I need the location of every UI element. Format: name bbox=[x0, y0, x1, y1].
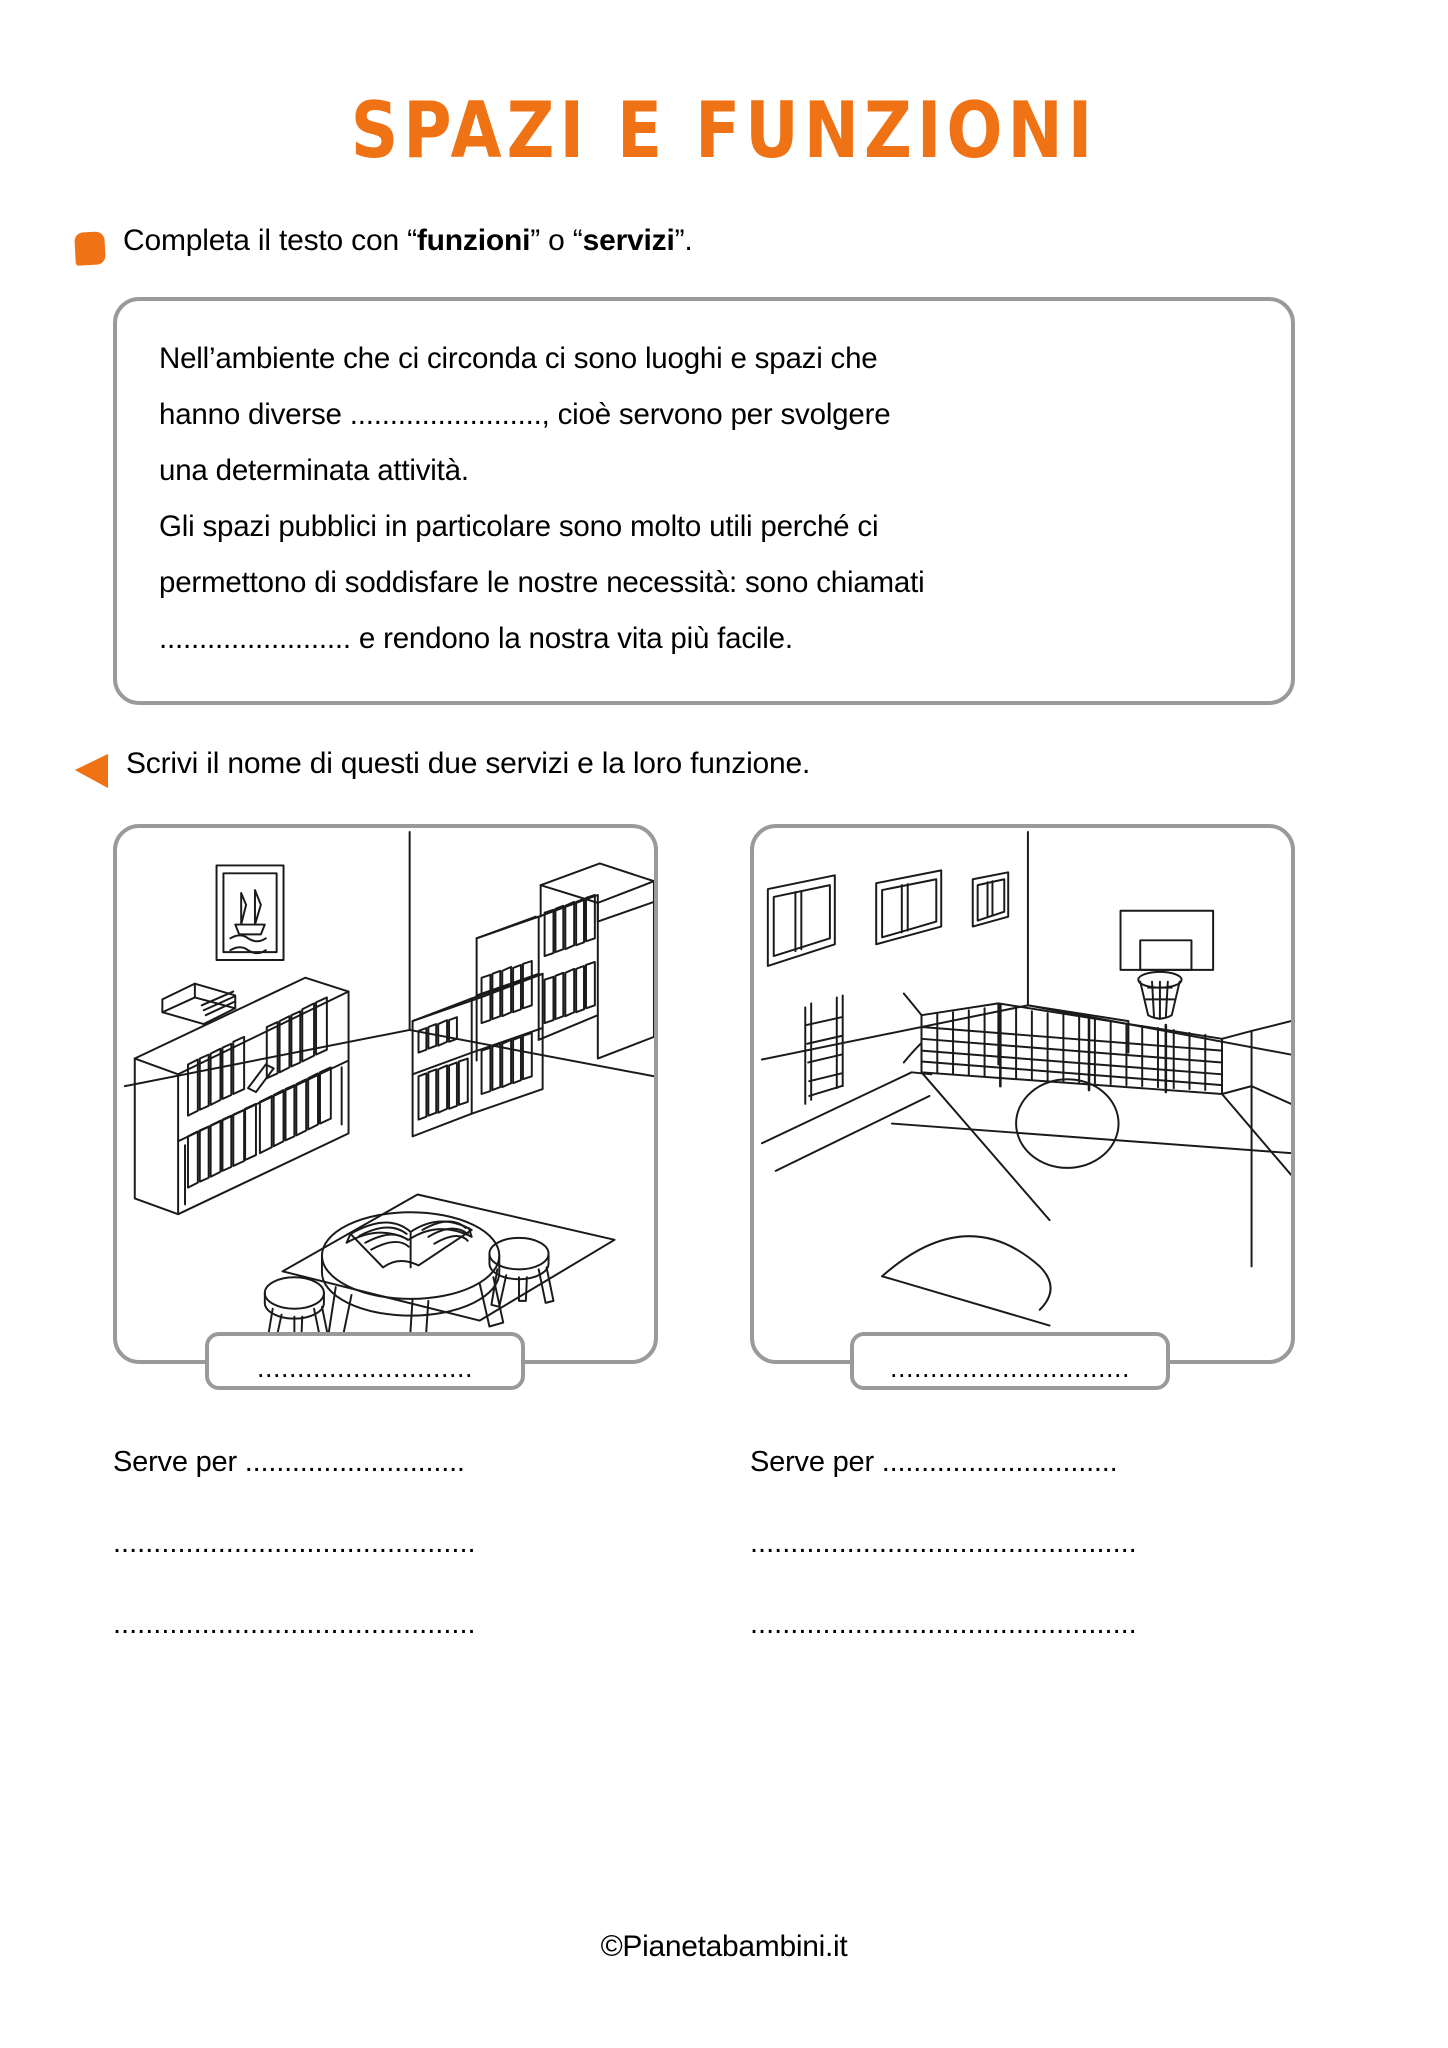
answer-box-gymnasium[interactable]: .............................. bbox=[850, 1332, 1170, 1390]
library-illustration bbox=[113, 824, 658, 1364]
answer-placeholder-gymnasium: .............................. bbox=[889, 1353, 1131, 1383]
gymnasium-illustration bbox=[750, 824, 1295, 1364]
function-column-gymnasium: Serve per ..............................… bbox=[750, 1446, 1295, 1641]
function-answer-section: Serve per ............................ .… bbox=[113, 1446, 1373, 1641]
illustration-panels: ........................... bbox=[113, 824, 1373, 1390]
serve-per-extra-line-2-gymnasium[interactable]: ........................................… bbox=[750, 1608, 1137, 1640]
answer-placeholder-library: ........................... bbox=[256, 1353, 474, 1383]
exercise-2-instruction-text: Scrivi il nome di questi due servizi e l… bbox=[126, 747, 811, 780]
triangle-bullet-icon bbox=[75, 754, 108, 788]
cloze-paragraph: Nell’ambiente che ci circonda ci sono lu… bbox=[159, 331, 1249, 667]
serve-per-extra-line-2-library[interactable]: ........................................… bbox=[113, 1608, 476, 1640]
instruction-pre: Completa il testo con “ bbox=[123, 224, 417, 257]
exercise-2-instruction-row: Scrivi il nome di questi due servizi e l… bbox=[75, 747, 1373, 788]
item-gymnasium: .............................. bbox=[750, 824, 1295, 1390]
cloze-text-box[interactable]: Nell’ambiente che ci circonda ci sono lu… bbox=[113, 297, 1295, 705]
answer-box-library[interactable]: ........................... bbox=[205, 1332, 525, 1390]
function-column-library: Serve per ............................ .… bbox=[113, 1446, 658, 1641]
square-bullet-icon bbox=[74, 231, 106, 266]
serve-per-label-gymnasium[interactable]: Serve per .............................. bbox=[750, 1446, 1118, 1478]
exercise-1-instruction-text: Completa il testo con “funzioni” o “serv… bbox=[123, 224, 693, 258]
page-title: SPAZI E FUNZIONI bbox=[350, 84, 1098, 176]
serve-per-label-library[interactable]: Serve per ............................ bbox=[113, 1446, 465, 1478]
cloze-line-4: Gli spazi pubblici in particolare sono m… bbox=[159, 510, 879, 543]
cloze-line-2: hanno diverse ........................, … bbox=[159, 398, 891, 431]
instruction-keyword-funzioni: funzioni bbox=[416, 224, 531, 257]
instruction-mid: ” o “ bbox=[530, 224, 583, 257]
instruction-post: ”. bbox=[674, 224, 693, 257]
cloze-line-3: una determinata attività. bbox=[159, 454, 469, 487]
cloze-line-5: permettono di soddisfare le nostre neces… bbox=[159, 566, 925, 599]
item-library: ........................... bbox=[113, 824, 658, 1390]
cloze-line-1: Nell’ambiente che ci circonda ci sono lu… bbox=[159, 342, 878, 375]
cloze-line-6: ........................ e rendono la no… bbox=[159, 622, 793, 655]
instruction-keyword-servizi: servizi bbox=[582, 224, 675, 257]
serve-per-extra-line-1-library[interactable]: ........................................… bbox=[113, 1527, 476, 1559]
footer-credit: ©Pianetabambini.it bbox=[600, 1930, 848, 1963]
serve-per-extra-line-1-gymnasium[interactable]: ........................................… bbox=[750, 1527, 1137, 1559]
exercise-1-instruction-row: Completa il testo con “funzioni” o “serv… bbox=[74, 224, 1373, 266]
